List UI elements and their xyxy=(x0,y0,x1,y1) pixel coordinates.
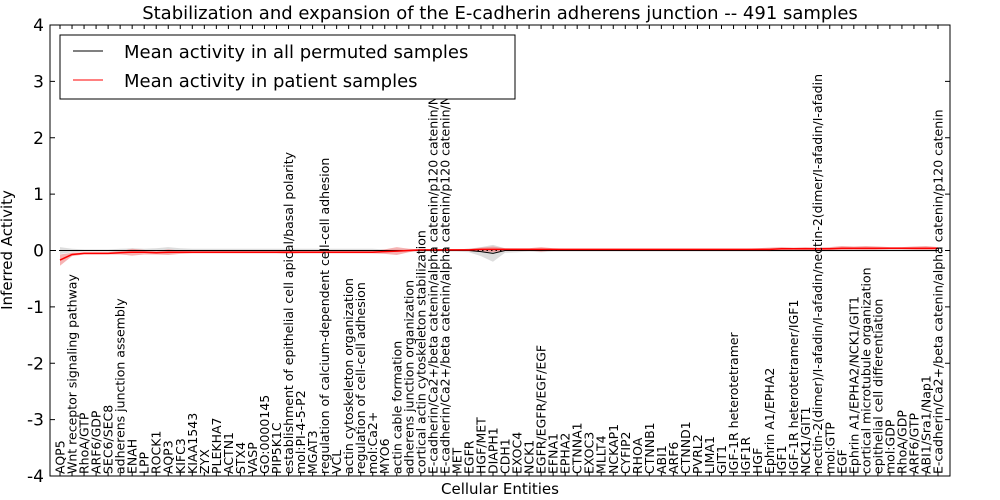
x-tick-label: adherens junction organization xyxy=(401,280,416,474)
x-tick-label: RhoA/GTP xyxy=(77,412,92,474)
x-tick-label: LPP xyxy=(137,451,152,474)
x-tick-label: MYO6 xyxy=(377,438,392,474)
y-tick-label: -1 xyxy=(27,298,44,318)
x-axis-label: Cellular Entities xyxy=(441,480,559,498)
x-tick-label: RhoA/GDP xyxy=(894,410,909,474)
x-tick-label: actin cable formation xyxy=(389,341,404,474)
x-tick-label: E-cadherin/Ca2+/beta catenin/alpha caten… xyxy=(425,96,440,474)
series-line-permuted xyxy=(60,250,938,254)
x-tick-label: PIP5K1C xyxy=(269,422,284,474)
x-tick-label: ZYX xyxy=(197,449,212,474)
x-tick-label: PVRL2 xyxy=(690,434,705,474)
legend-box xyxy=(59,34,516,100)
x-tick-label: IGF-1R heterotetramer/IGF1 xyxy=(786,300,801,474)
x-tick-label: HGF/MET xyxy=(473,417,488,474)
error-bands xyxy=(60,244,938,266)
x-tick-label: CYFIP2 xyxy=(618,431,633,474)
x-tick-label: Wnt receptor signaling pathway xyxy=(65,274,80,474)
x-tick-label: CDH1 xyxy=(498,438,513,474)
x-tick-label: PLEKHA7 xyxy=(209,417,224,474)
y-tick-label: -4 xyxy=(27,467,44,487)
x-tick-label: MLLT4 xyxy=(594,435,609,474)
x-tick-label: MGAT3 xyxy=(305,430,320,474)
x-tick-label: ARF6 xyxy=(666,442,681,474)
x-tick-label: GIT1 xyxy=(714,445,729,474)
x-tick-label: KIAA1543 xyxy=(185,413,200,474)
x-tick-label: NCK1/GIT1 xyxy=(798,407,813,474)
x-tick-label: ARF6/GTP xyxy=(906,413,921,474)
x-tick-label: IGF1 xyxy=(774,445,789,474)
x-tick-label: mol:GDP xyxy=(882,419,897,474)
x-tick-label: DIAPH1 xyxy=(485,427,500,474)
x-tick-label: cortical microtubule organization xyxy=(858,267,873,474)
x-tick-label: EFNA1 xyxy=(546,433,561,474)
x-tick-label: CTNNA1 xyxy=(570,422,585,474)
x-tick-label: IGF-1R heterotetramer xyxy=(726,331,741,474)
x-tick-label: E-cadherin/Ca2+/beta catenin/alpha caten… xyxy=(437,84,452,474)
x-tick-label: mol:Ca2+ xyxy=(365,412,380,474)
legend-label-permuted: Mean activity in all permuted samples xyxy=(124,42,468,63)
x-tick-label: ACTN1 xyxy=(221,432,236,474)
x-tick-label: regulation of cell-cell adhesion xyxy=(353,282,368,474)
x-tick-label: EGFR xyxy=(461,440,476,474)
x-tick-label: VASP xyxy=(245,442,260,474)
x-tick-label: EXOC3 xyxy=(582,432,597,474)
x-tick-label: mol:GTP xyxy=(822,422,837,474)
x-tick-label: STX4 xyxy=(233,442,248,474)
x-tick-label: RHOA xyxy=(630,437,645,474)
x-tick-label: regulation of calcium-dependent cell-cel… xyxy=(317,158,332,474)
series-line-patient xyxy=(59,247,938,261)
x-tick-label: cortical actin cytoskeleton stabilizatio… xyxy=(413,230,428,474)
y-tick-label: 1 xyxy=(33,185,44,205)
x-tick-label: ARF6/GDP xyxy=(89,410,104,474)
y-tick-label: -2 xyxy=(27,354,44,374)
x-tick-label: establishment of epithelial cell apical/… xyxy=(281,151,296,474)
legend-label-patient: Mean activity in patient samples xyxy=(124,71,418,92)
x-tick-label: ABI1 xyxy=(654,445,669,474)
x-tick-label: AQP5 xyxy=(53,440,68,474)
legend: Mean activity in all permuted samples Me… xyxy=(59,34,516,100)
x-tick-label: NCK1 xyxy=(522,440,537,474)
x-tick-label: EPHA2 xyxy=(558,433,573,474)
x-tick-label: Ephrin A1/EPHA2/NCK1/GIT1 xyxy=(846,296,861,474)
y-tick-label: 4 xyxy=(33,16,44,36)
y-tick-label: 3 xyxy=(33,72,44,92)
x-tick-label: CTNNB1 xyxy=(642,422,657,474)
x-tick-label: mol:PI-4-5-P2 xyxy=(293,390,308,474)
series-lines xyxy=(59,247,938,261)
error-band-permuted xyxy=(60,244,938,262)
x-tick-label: SEC6/SEC8 xyxy=(101,405,116,474)
x-tick-label: CTNND1 xyxy=(678,421,693,474)
x-tick-label: EXOC4 xyxy=(510,432,525,474)
x-tick-label: NCKAP1 xyxy=(606,424,621,474)
y-tick-label: -3 xyxy=(27,411,44,431)
x-tick-label: EGF xyxy=(834,449,849,474)
x-tick-label: IGF1R xyxy=(738,436,753,474)
x-tick-label: E-cadherin/Ca2+/beta catenin/alpha caten… xyxy=(931,109,946,474)
x-tick-label: KIFC3 xyxy=(173,438,188,474)
x-tick-label: EGFR/EGFR/EGF/EGF xyxy=(534,345,549,474)
x-tick-label: epithelial cell differentiation xyxy=(870,299,885,474)
x-tick-label: GO:0000145 xyxy=(257,395,272,474)
x-tick-label: MET xyxy=(449,447,464,474)
x-tick-label: actin cytoskeleton organization xyxy=(341,278,356,474)
x-tick-label: LIMA1 xyxy=(702,436,717,474)
chart-title: Stabilization and expansion of the E-cad… xyxy=(142,3,858,24)
y-tick-label: 2 xyxy=(33,129,44,149)
x-tick-label: ENAH xyxy=(125,439,140,474)
x-tick-label: ABI1/Sra1/Nap1 xyxy=(918,375,933,474)
plot-frame xyxy=(49,24,951,477)
x-tick-label: VCL xyxy=(329,450,344,474)
y-axis-label: Inferred Activity xyxy=(0,190,16,310)
x-tick-label: Ephrin A1/EPHA2 xyxy=(762,368,777,474)
y-tick-label: 0 xyxy=(33,242,44,262)
x-tick-label: ROCK1 xyxy=(149,431,164,474)
x-tick-label: HGF xyxy=(750,448,765,474)
y-axis-ticks: -4 -3 -2 -1 0 1 2 3 4 xyxy=(27,16,950,487)
x-tick-label: AQP3 xyxy=(161,440,176,474)
x-tick-label: adherens junction assembly xyxy=(113,298,128,474)
x-tick-label: nectin-2(dimer)/I-afadin/I-afadin/nectin… xyxy=(810,74,825,474)
